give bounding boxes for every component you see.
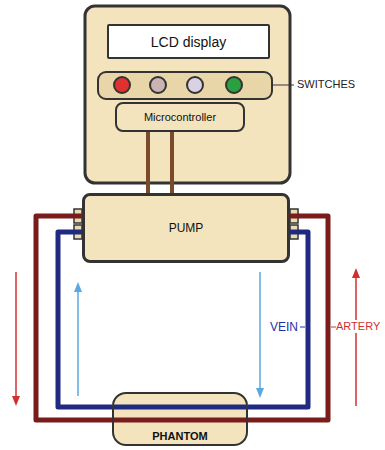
wire-line — [146, 132, 150, 193]
node-text: PHANTOM — [152, 430, 207, 442]
wire — [148, 132, 149, 193]
vessel-stripe — [114, 418, 246, 423]
switch-button — [150, 77, 166, 93]
flow-arrow — [15, 272, 17, 398]
flow-arrow — [77, 290, 79, 396]
leader-line — [300, 327, 305, 328]
artery-label: ARTERY — [336, 320, 380, 333]
flow-arrow — [355, 276, 357, 406]
switch-button — [114, 77, 130, 93]
node-text: Microcontroller — [144, 111, 216, 123]
flow-arrowhead — [256, 388, 264, 398]
vein-label: VEIN — [270, 320, 298, 334]
switch-button — [187, 77, 203, 93]
flow-arrowhead — [74, 282, 82, 292]
switch-panel — [98, 72, 272, 99]
switch-button — [226, 77, 242, 93]
phantom-box: PHANTOM — [112, 392, 248, 446]
vessel-stripe — [114, 405, 246, 410]
leader-line — [272, 85, 294, 86]
flow-arrowhead — [12, 396, 20, 406]
node-text: PUMP — [169, 221, 204, 235]
flow-arrowhead — [352, 268, 360, 278]
display-box: LCD display — [107, 24, 270, 59]
wire — [172, 132, 173, 193]
flow-arrow — [259, 272, 261, 390]
node-text: LCD display — [151, 34, 226, 50]
controller-housing — [85, 6, 290, 183]
part-label: SWITCHES — [297, 78, 355, 91]
microcontroller-box: Microcontroller — [115, 102, 245, 132]
pump-box: PUMP — [82, 193, 290, 263]
wire-line — [170, 132, 174, 193]
